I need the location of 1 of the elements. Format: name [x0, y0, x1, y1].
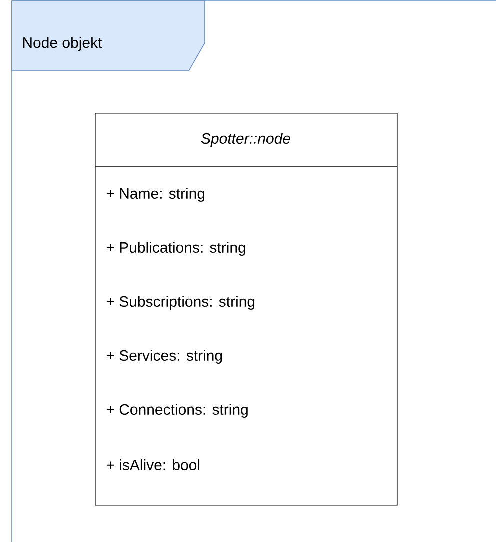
class-box: Spotter::node + Name: string + Publications: string + Subscriptions: string + Services: string + Connections: string + isAlive: bool	[94, 113, 398, 506]
